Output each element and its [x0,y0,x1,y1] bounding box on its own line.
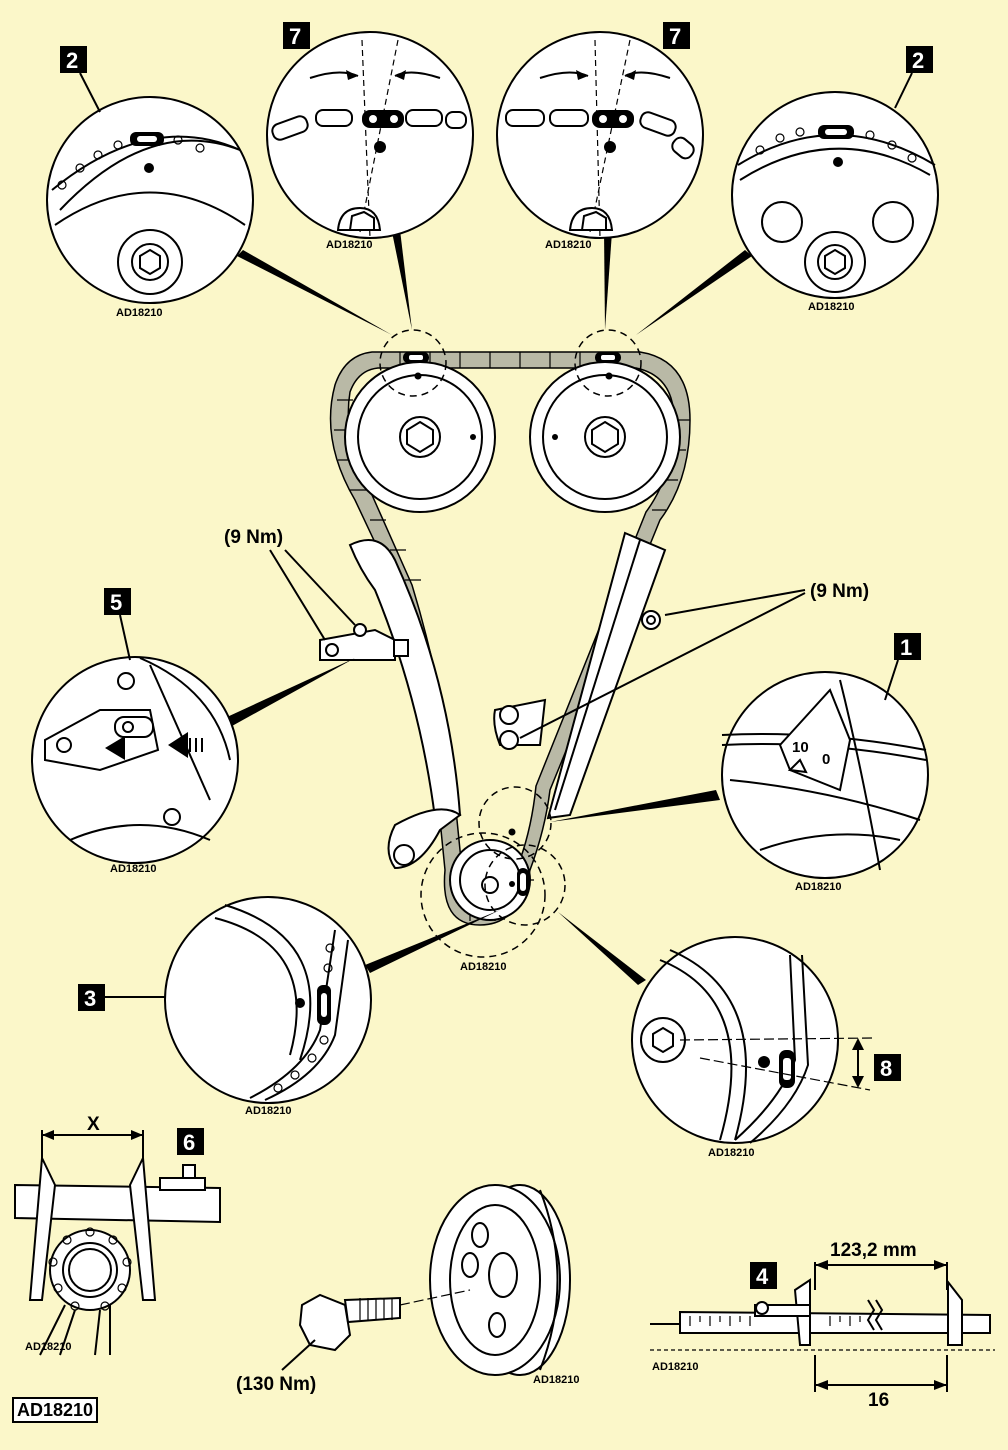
badge-4: 5 [110,590,122,615]
torque-crank-bolt: (130 Nm) [236,1374,316,1395]
right-camshaft-sprocket [529,361,681,513]
timing-chain-assembly [319,329,691,958]
crank-pulley [429,1184,571,1376]
svg-text:AD18210: AD18210 [533,1374,579,1386]
detail-4-tensioner: AD18210 [31,656,239,875]
badge-7-left: 7 [289,24,301,49]
detail-1-timing-marks: 10 0 AD18210 [721,671,929,893]
ref-code-label: AD18210 [116,307,162,319]
torque-tensioner: (9 Nm) [224,527,283,548]
dimension-123-2mm: 123,2 mm [830,1240,917,1261]
badge-2-right: 2 [912,48,924,73]
detail-6-chain-measure: X AD18210 [14,1114,221,1356]
svg-text:AD18210: AD18210 [708,1147,754,1159]
badge-7-right: 7 [669,24,681,49]
detail-2-right: AD18210 [731,91,939,313]
detail-7-right: AD18210 [496,31,704,251]
leader-lines [227,230,752,985]
crank-bolt: (130 Nm) AD18210 [236,1289,579,1395]
badge-8: 8 [880,1056,892,1081]
left-camshaft-sprocket [344,361,496,513]
detail-8-crank-right: AD18210 [631,936,876,1159]
detail-3-crank-left: AD18210 [164,896,372,1117]
step-badges: 2 7 7 2 5 1 3 8 6 4 [60,22,933,1289]
badge-6: 6 [183,1130,195,1155]
svg-text:AD18210: AD18210 [326,239,372,251]
svg-text:AD18210: AD18210 [808,301,854,313]
torque-guide-rail: (9 Nm) [810,581,869,602]
timing-mark-10: 10 [792,739,809,756]
dimension-x: X [87,1114,100,1135]
svg-text:AD18210: AD18210 [795,881,841,893]
svg-text:AD18210: AD18210 [110,863,156,875]
timing-mark-0: 0 [822,751,830,768]
svg-text:AD18210: AD18210 [545,239,591,251]
detail-2-left: AD18210 [46,96,254,319]
svg-text:AD18210: AD18210 [460,961,506,973]
badge-2-left: 2 [66,48,78,73]
svg-text:AD18210: AD18210 [25,1341,71,1353]
dimension-16: 16 [868,1390,889,1411]
figure-ref-code: AD18210 [12,1397,99,1423]
badge-1: 1 [900,635,912,660]
badge-5: 4 [756,1264,769,1289]
badge-3: 3 [84,986,96,1011]
guide-rail [546,531,667,820]
crankshaft-sprocket [420,786,566,958]
detail-7-left: AD18210 [266,31,474,251]
detail-5-caliper: 123,2 mm 16 AD18210 [650,1240,995,1411]
svg-text:AD18210: AD18210 [652,1361,698,1373]
svg-text:AD18210: AD18210 [245,1105,291,1117]
